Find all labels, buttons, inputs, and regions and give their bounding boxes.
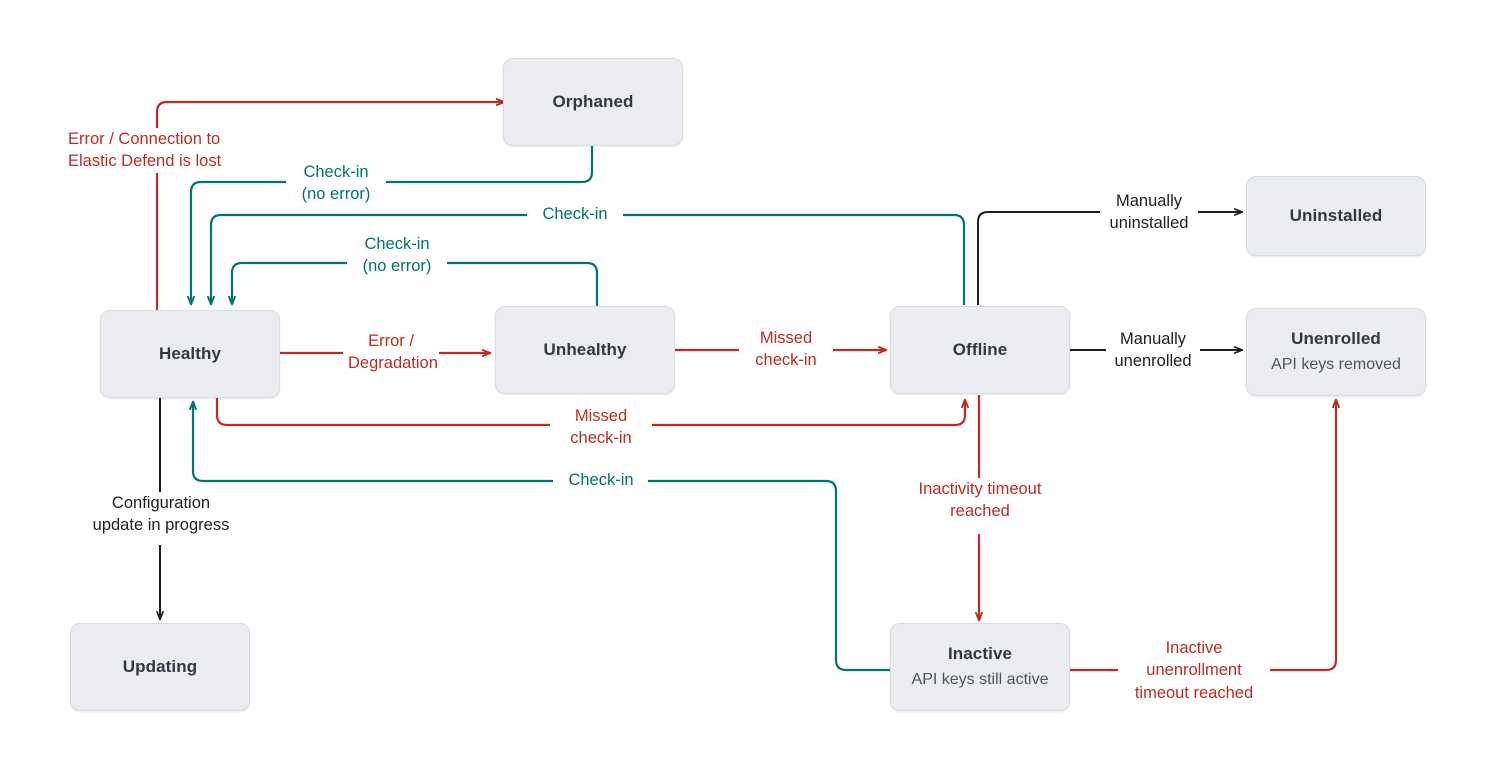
edge-offline-to-healthy-a xyxy=(623,213,966,305)
node-unenrolled-title: Unenrolled xyxy=(1291,329,1381,349)
edge-healthy-to-orphaned xyxy=(155,98,506,310)
edge-label-healthy-to-updating: Configuration update in progress xyxy=(66,492,256,537)
edge-label-offline-to-inactive: Inactivity timeout reached xyxy=(897,478,1063,523)
node-inactive-title: Inactive xyxy=(947,644,1013,664)
edge-label-healthy-to-offline: Missed check-in xyxy=(550,405,652,450)
edge-healthy-to-offline-a xyxy=(215,397,551,427)
edge-unhealthy-to-healthy-b xyxy=(228,261,348,306)
edge-orphaned-to-healthy-a xyxy=(384,146,594,184)
node-offline[interactable]: Offline xyxy=(890,306,1070,394)
node-uninstalled[interactable]: Uninstalled xyxy=(1246,176,1426,256)
edge-label-orphaned-to-healthy: Check-in (no error) xyxy=(286,161,386,206)
node-unenrolled-subtitle: API keys removed xyxy=(1271,355,1401,373)
node-healthy[interactable]: Healthy xyxy=(100,310,280,398)
edge-label-inactive-to-unenrolled: Inactive unenrollment timeout reached xyxy=(1118,637,1270,704)
node-uninstalled-title: Uninstalled xyxy=(1289,205,1383,225)
edge-inactive-to-healthy-a xyxy=(648,479,890,672)
node-updating-title: Updating xyxy=(122,656,198,676)
node-updating[interactable]: Updating xyxy=(70,623,250,711)
edge-label-unhealthy-to-healthy: Check-in (no error) xyxy=(347,233,447,278)
node-unhealthy[interactable]: Unhealthy xyxy=(495,306,675,394)
node-unenrolled[interactable]: Unenrolled API keys removed xyxy=(1246,308,1426,396)
edge-label-unhealthy-to-offline: Missed check-in xyxy=(739,327,833,372)
edge-orphaned-to-healthy-b xyxy=(187,180,288,306)
edge-label-offline-to-healthy: Check-in xyxy=(529,203,621,226)
edge-healthy-to-offline-b xyxy=(651,398,969,427)
edge-label-healthy-to-orphaned: Error / Connection to Elastic Defend is … xyxy=(63,128,323,173)
node-orphaned-title: Orphaned xyxy=(552,91,634,111)
edge-label-inactive-to-healthy: Check-in xyxy=(555,469,647,492)
edge-label-offline-to-unenrolled: Manually unenrolled xyxy=(1106,328,1200,373)
edge-offline-to-uninstalled-a xyxy=(977,211,1101,305)
node-unhealthy-title: Unhealthy xyxy=(543,339,627,359)
edge-label-offline-to-uninstalled: Manually uninstalled xyxy=(1100,190,1198,235)
edge-inactive-to-unenrolled-b xyxy=(1268,398,1340,672)
edge-inactive-to-healthy-b xyxy=(189,400,553,483)
edge-offline-to-healthy-b xyxy=(207,213,527,306)
node-inactive-subtitle: API keys still active xyxy=(911,670,1049,688)
node-offline-title: Offline xyxy=(952,339,1008,359)
node-healthy-title: Healthy xyxy=(158,343,222,363)
edge-label-healthy-to-unhealthy: Error / Degradation xyxy=(343,330,439,375)
node-orphaned[interactable]: Orphaned xyxy=(503,58,683,146)
edge-unhealthy-to-healthy-a xyxy=(445,261,599,306)
node-inactive[interactable]: Inactive API keys still active xyxy=(890,623,1070,711)
